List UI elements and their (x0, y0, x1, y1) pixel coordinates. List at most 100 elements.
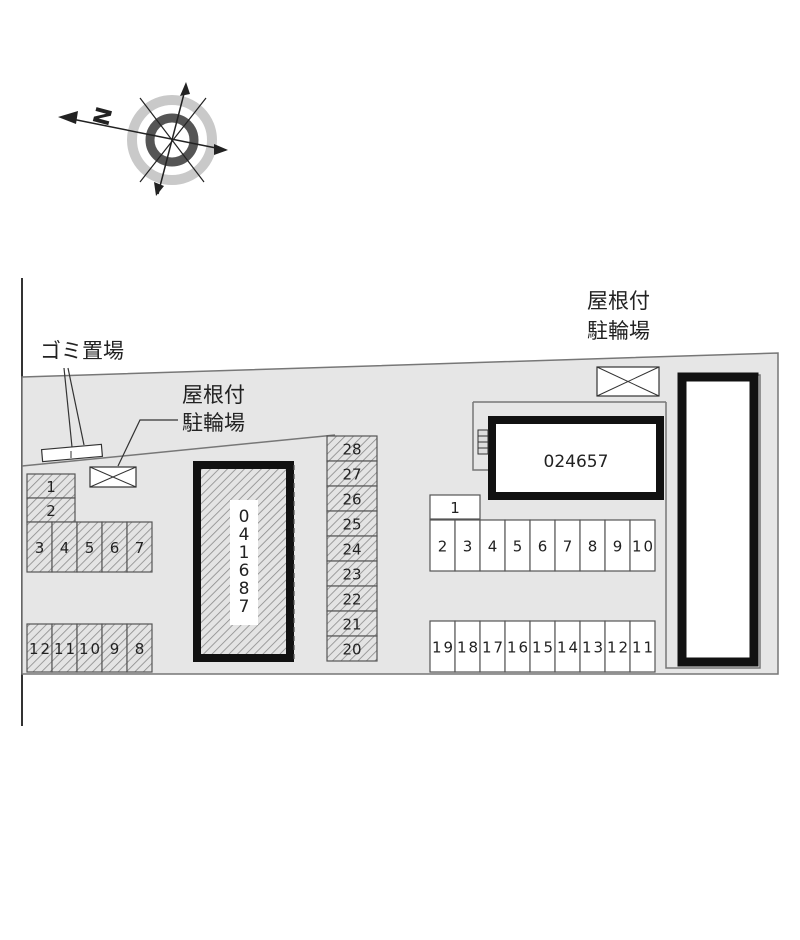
bike-left-label-1: 屋根付 (182, 383, 245, 407)
parking-number: 18 (457, 639, 478, 657)
parking-number: 8 (588, 538, 598, 556)
svg-text:8: 8 (239, 579, 250, 599)
bike-parking-right (596, 366, 660, 397)
parking-space: 15 (529, 620, 556, 673)
parking-space: 19 (429, 620, 456, 673)
parking-number: 3 (463, 538, 473, 556)
parking-space: 4 (479, 519, 506, 572)
parking-space: 2 (26, 497, 76, 523)
parking-number: 12 (607, 639, 628, 657)
parking-space: 17 (479, 620, 506, 673)
parking-space: 5 (76, 521, 103, 573)
bike-left-label-2: 駐輪場 (182, 411, 245, 435)
parking-space: 6 (529, 519, 556, 572)
parking-space: 8 (126, 623, 153, 673)
building-left (193, 461, 295, 662)
parking-space: 12 (26, 623, 53, 673)
parking-space: 7 (126, 521, 153, 573)
parking-number: 12 (29, 640, 50, 658)
parking-number: 23 (342, 566, 361, 584)
parking-number: 22 (342, 591, 361, 609)
parking-space: 9 (604, 519, 631, 572)
parking-space: 16 (504, 620, 531, 673)
parking-space: 23 (326, 560, 378, 587)
bike-parking-left (89, 419, 178, 488)
garbage-area (40, 367, 104, 463)
parking-space: 11 (51, 623, 78, 673)
parking-number: 17 (482, 639, 503, 657)
parking-space: 8 (579, 519, 606, 572)
parking-number: 11 (632, 639, 653, 657)
parking-number: 7 (563, 538, 573, 556)
parking-number: 25 (342, 516, 361, 534)
parking-number: 14 (557, 639, 578, 657)
parking-number: 19 (432, 639, 453, 657)
parking-number: 2 (46, 502, 56, 520)
svg-text:0: 0 (239, 507, 250, 527)
building-right-id: 024657 (544, 452, 609, 472)
parking-space: 27 (326, 460, 378, 487)
north-label: N (89, 104, 118, 128)
parking-number: 7 (135, 539, 145, 557)
parking-space: 7 (554, 519, 581, 572)
parking-number: 11 (54, 640, 75, 658)
parking-number: 1 (450, 499, 460, 517)
parking-number: 26 (342, 491, 361, 509)
parking-number: 8 (135, 640, 145, 658)
walkway (472, 402, 490, 471)
parking-space: 13 (579, 620, 606, 673)
parking-number: 10 (632, 538, 653, 556)
parking-space: 24 (326, 535, 378, 562)
parking-space: 12 (604, 620, 631, 673)
building-tall (677, 372, 759, 667)
parking-number: 16 (507, 639, 528, 657)
parking-number: 9 (110, 640, 120, 658)
parking-number: 24 (342, 541, 361, 559)
parking-number: 13 (582, 639, 603, 657)
parking-number: 4 (488, 538, 498, 556)
parking-number: 2 (438, 538, 448, 556)
parking-space: 18 (454, 620, 481, 673)
parking-number: 5 (85, 539, 95, 557)
parking-space: 10 (76, 623, 103, 673)
parking-space: 20 (326, 635, 378, 662)
parking-space: 21 (326, 610, 378, 637)
parking-space: 3 (454, 519, 481, 572)
parking-space: 28 (326, 435, 378, 462)
parking-number: 15 (532, 639, 553, 657)
parking-number: 9 (613, 538, 623, 556)
parking-space: 25 (326, 510, 378, 537)
parking-space: 26 (326, 485, 378, 512)
parking-space: 5 (504, 519, 531, 572)
parking-number: 3 (35, 539, 45, 557)
parking-number: 4 (60, 539, 70, 557)
parking-number: 28 (342, 441, 361, 459)
parking-space: 10 (629, 519, 656, 572)
parking-space: 3 (26, 521, 53, 573)
parking-space: 22 (326, 585, 378, 612)
bike-right-label-2: 駐輪場 (587, 319, 650, 343)
parking-space: 1 (429, 494, 481, 520)
svg-text:6: 6 (239, 561, 250, 581)
parking-space: 9 (101, 623, 128, 673)
parking-space: 11 (629, 620, 656, 673)
building-left-id: 0 4 1 6 8 7 (239, 507, 250, 617)
svg-text:1: 1 (239, 543, 250, 563)
parking-number: 27 (342, 466, 361, 484)
parking-number: 6 (110, 539, 120, 557)
garbage-label: ゴミ置場 (40, 339, 124, 363)
bike-right-label-1: 屋根付 (587, 289, 650, 313)
parking-number: 6 (538, 538, 548, 556)
svg-text:7: 7 (239, 597, 250, 617)
svg-text:4: 4 (239, 525, 250, 545)
compass-icon (58, 82, 228, 196)
parking-number: 5 (513, 538, 523, 556)
lot-divider (21, 434, 336, 467)
parking-number: 20 (342, 641, 361, 659)
parking-number: 10 (79, 640, 100, 658)
parking-number: 1 (46, 478, 56, 496)
parking-space: 2 (429, 519, 456, 572)
parking-number: 21 (342, 616, 361, 634)
